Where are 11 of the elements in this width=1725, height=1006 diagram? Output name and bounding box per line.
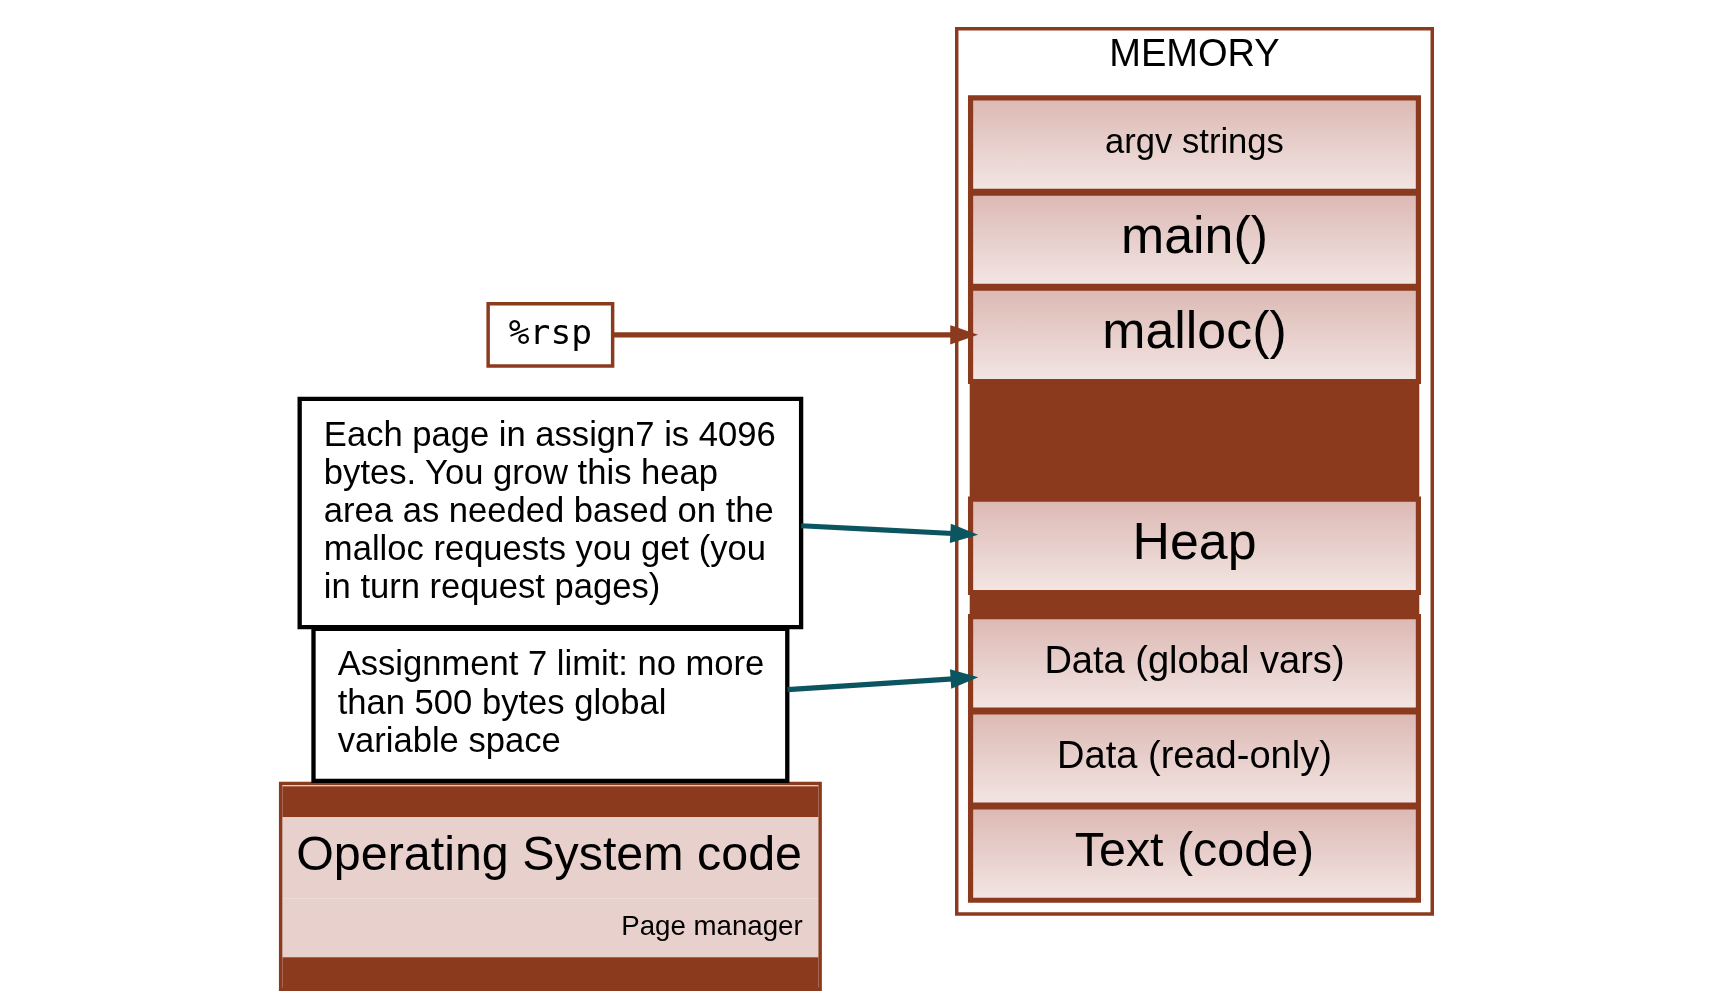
arrow [801,523,979,544]
node-box: Each page in assign7 is 4096 bytes. You grow this heap area as needed based on the malloc requests you get (you in turn request pages) [297,396,804,630]
node-box: main() [967,190,1421,290]
node-box: Assignment 7 limit: no more than 500 bytes global variable space [311,626,790,784]
arrow [787,669,979,693]
node-box: Text (code) [967,804,1421,903]
node-box: Heap [967,496,1421,596]
node-box: %rsp [486,302,615,368]
arrow [612,325,978,345]
node-box [969,383,1420,498]
node-bar [969,594,1420,615]
